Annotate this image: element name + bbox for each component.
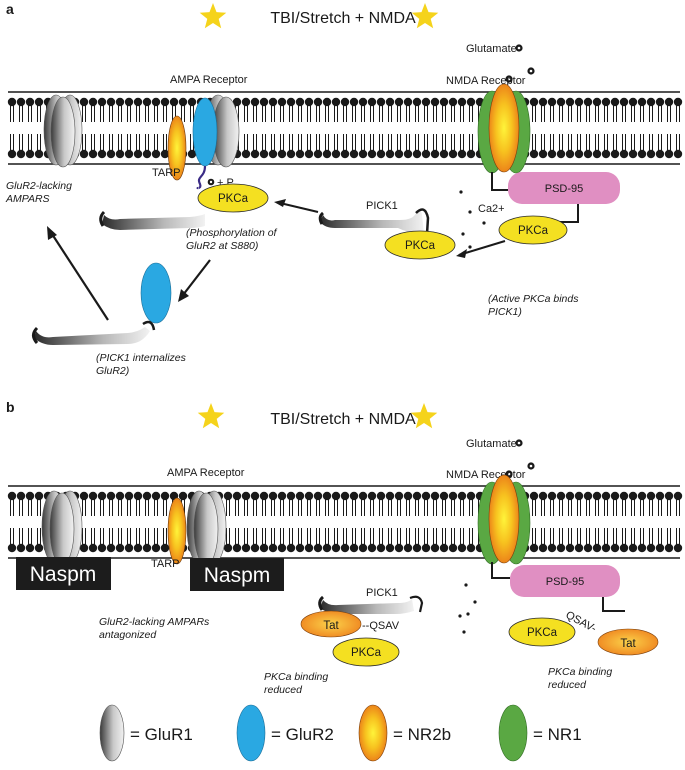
active-pkca-label: PICK1) <box>488 306 522 318</box>
phospho-label: GluR2 at S880) <box>186 240 258 252</box>
pkca-label: PKCa <box>351 647 382 659</box>
panel-a: a TBI/Stretch + NMDA Glutamate NMDA Rece… <box>5 1 683 377</box>
legend-nr2b-label: = NR2b <box>393 725 451 744</box>
antagonized-label: GluR2-lacking AMPARs <box>99 616 210 628</box>
pick1-pkca-complex: PKCa <box>318 208 456 260</box>
legend: = GluR1 = GluR2 = NR2b = NR1 <box>99 704 582 762</box>
naspm-blocker: Naspm <box>16 557 111 590</box>
pkca-active: PKCa <box>498 215 568 245</box>
glur2-lacking-ampar <box>41 490 83 566</box>
glur2-icon <box>236 704 266 762</box>
psd95-label: PSD-95 <box>545 183 584 195</box>
nmda-receptor <box>477 474 531 565</box>
glur2-lacking-label: GluR2-lacking <box>6 180 72 192</box>
pkca-label: PKCa <box>527 627 558 639</box>
glutamate-label: Glutamate <box>466 43 517 55</box>
panel-b-letter: b <box>6 399 15 415</box>
tat-peptide: Tat <box>300 610 362 638</box>
ampa-receptor-label: AMPA Receptor <box>167 467 245 479</box>
naspm-label: Naspm <box>204 564 271 587</box>
tat-label: Tat <box>323 620 339 632</box>
tat-peptide: Tat <box>597 628 659 656</box>
ampa-receptor <box>167 94 240 190</box>
pick1-pkca-phospho: PKCa <box>99 183 269 230</box>
cell-membrane <box>7 485 683 559</box>
legend-nr1-label: = NR1 <box>533 725 582 744</box>
star-icon <box>197 403 225 429</box>
calcium-ions <box>459 190 486 249</box>
panel-b: b TBI/Stretch + NMDA Glutamate NMDA Rece… <box>6 399 683 696</box>
panel-a-letter: a <box>6 1 14 17</box>
psd95: PSD-95 <box>508 172 620 204</box>
pkca-free: PKCa <box>332 637 400 667</box>
pick1-internalizes-glur2 <box>32 262 172 345</box>
calcium-ions <box>458 583 477 634</box>
pkca-free: PKCa <box>508 617 576 647</box>
nmda-receptor <box>477 83 531 174</box>
binding-reduced-label: reduced <box>548 679 587 691</box>
tarp-label: TARP <box>151 558 180 570</box>
calcium-label: Ca2+ <box>478 203 505 215</box>
phospho-label: (Phosphorylation of <box>186 227 278 239</box>
nr1-icon <box>498 704 528 762</box>
antagonized-label: antagonized <box>99 629 157 641</box>
nmda-receptor-label: NMDA Receptor <box>446 469 526 481</box>
psd95: PSD-95 <box>510 565 620 597</box>
nmda-receptor-label: NMDA Receptor <box>446 75 526 87</box>
glur2-lacking-ampar <box>43 94 83 168</box>
tat-label: Tat <box>620 638 636 650</box>
tarp-label: TARP <box>152 167 181 179</box>
glutamate-label: Glutamate <box>466 438 517 450</box>
pick1-complex <box>318 595 424 614</box>
glur2-lacking-label: AMPARS <box>5 193 50 205</box>
pkca-label: PKCa <box>218 193 249 205</box>
pkca-label: PKCa <box>518 225 549 237</box>
star-icon <box>410 403 438 429</box>
pick1-label: PICK1 <box>366 587 398 599</box>
internalize-label: (PICK1 internalizes <box>96 352 187 364</box>
pkca-label: PKCa <box>405 240 436 252</box>
psd95-label: PSD-95 <box>546 576 585 588</box>
panel-a-title: TBI/Stretch + NMDA <box>270 10 416 27</box>
pick1-label: PICK1 <box>366 200 398 212</box>
binding-reduced-label: PKCa binding <box>264 671 328 683</box>
glutamate-molecules <box>505 44 535 83</box>
glur1-icon <box>99 704 125 762</box>
binding-reduced-label: PKCa binding <box>548 666 612 678</box>
legend-glur2-label: = GluR2 <box>271 725 334 744</box>
naspm-label: Naspm <box>30 563 97 586</box>
nr2b-icon <box>358 704 388 762</box>
binding-reduced-label: reduced <box>264 684 303 696</box>
cell-membrane <box>7 91 683 165</box>
legend-glur1-label: = GluR1 <box>130 725 193 744</box>
star-icon <box>199 3 227 29</box>
internalize-label: GluR2) <box>96 365 129 377</box>
active-pkca-label: (Active PKCa binds <box>488 293 579 305</box>
star-icon <box>411 3 439 29</box>
ampa-receptor <box>167 490 227 566</box>
ampa-receptor-label: AMPA Receptor <box>170 74 248 86</box>
naspm-blocker: Naspm <box>190 558 284 591</box>
panel-b-title: TBI/Stretch + NMDA <box>270 411 416 428</box>
qsav-label: --QSAV <box>362 620 400 632</box>
